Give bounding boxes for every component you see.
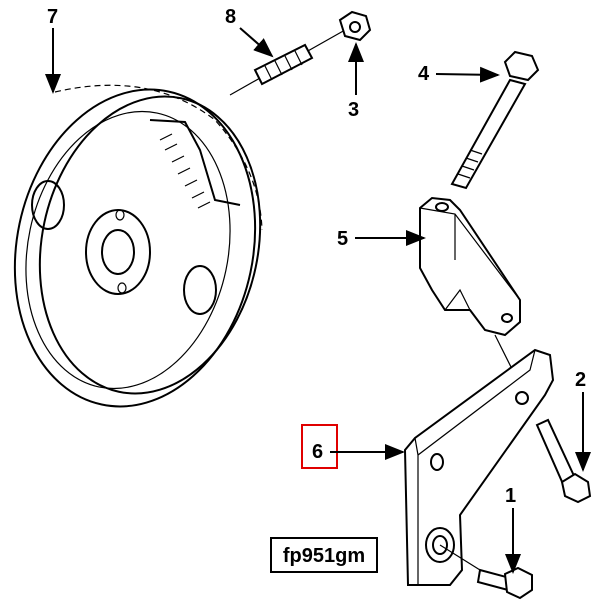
bolt-part-2 xyxy=(535,418,592,504)
dowel-pin-part-8 xyxy=(229,29,346,96)
callout-5: 5 xyxy=(337,228,426,250)
bolt-part-1 xyxy=(476,566,533,600)
callout-8: 8 xyxy=(225,6,274,58)
nut-part-3 xyxy=(338,10,372,42)
gear-part-7 xyxy=(13,84,263,408)
callout-4: 4 xyxy=(418,63,500,85)
highlight-box xyxy=(301,424,338,469)
callout-3: 3 xyxy=(348,42,364,121)
callout-label-5: 5 xyxy=(337,228,348,250)
callout-1: 1 xyxy=(505,485,521,574)
callout-7: 7 xyxy=(45,6,61,94)
callout-label-1: 1 xyxy=(505,485,516,507)
bolt-part-4 xyxy=(450,50,540,190)
callout-label-3: 3 xyxy=(348,99,359,121)
callout-label-8: 8 xyxy=(225,6,236,28)
figure-code: fp951gm xyxy=(283,545,365,567)
figure-code-box: fp951gm xyxy=(270,537,378,573)
bracket-part-6 xyxy=(403,348,555,586)
callout-6: 6 xyxy=(301,424,405,469)
callout-2: 2 xyxy=(575,369,591,472)
callout-label-7: 7 xyxy=(47,6,58,28)
callout-label-4: 4 xyxy=(418,63,430,85)
callout-label-6: 6 xyxy=(312,441,323,463)
callout-label-2: 2 xyxy=(575,369,586,391)
spacer-block-part-5 xyxy=(419,196,521,376)
